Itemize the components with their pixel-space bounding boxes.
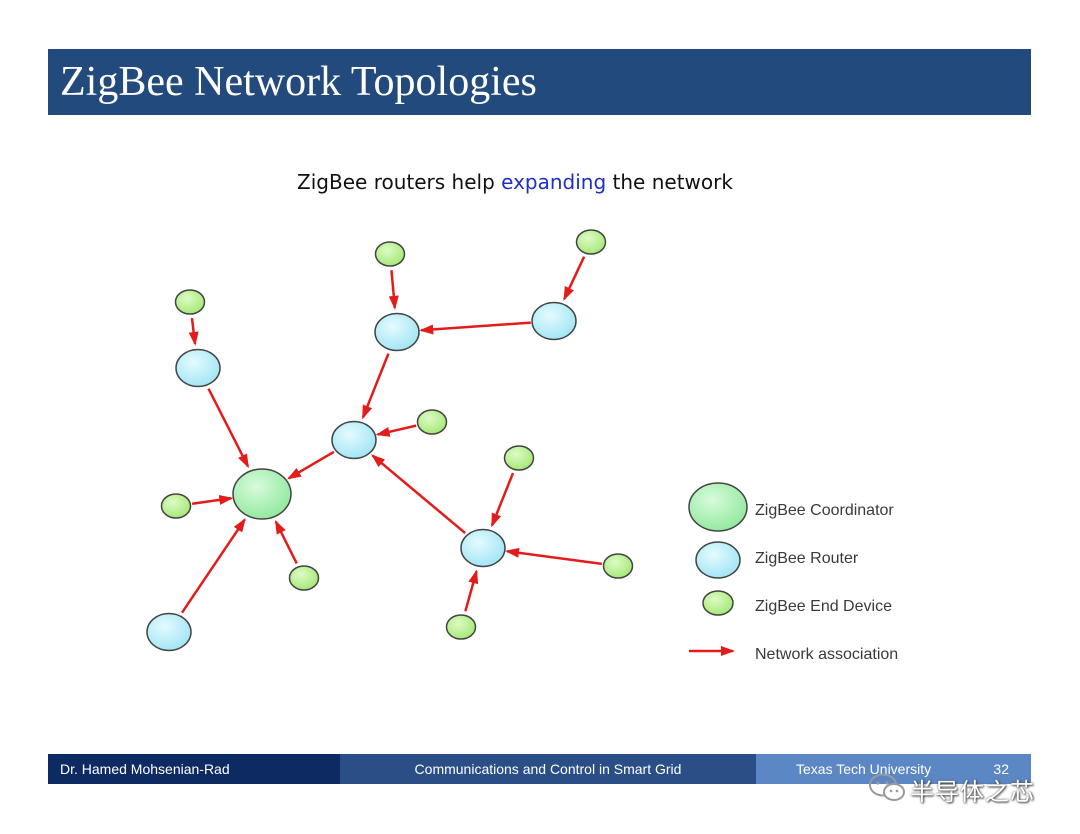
legend-coordinator-label: ZigBee Coordinator [755, 502, 894, 519]
title-bar: ZigBee Network Topologies [48, 49, 1031, 115]
association-arrow-r1-to-c [207, 388, 250, 469]
subtitle-accent-word: expanding [501, 170, 607, 194]
association-arrow-e7-to-r2 [375, 424, 417, 437]
watermark: 半导体之芯 [866, 766, 1056, 810]
association-arrow-r4-to-r3 [419, 321, 531, 335]
association-arrow-e10-to-r5 [464, 569, 479, 612]
association-arrow-e6-to-r4 [563, 256, 586, 301]
coordinator-node-c [232, 468, 292, 520]
router-node-r1 [175, 348, 221, 388]
watermark-text: 半导体之芯 [910, 778, 1035, 806]
footer-course: Communications and Control in Smart Grid [340, 754, 756, 784]
router-node-r5 [460, 528, 506, 568]
legend-end-device-label: ZigBee End Device [755, 598, 892, 615]
association-arrow-r3-to-r2 [361, 353, 390, 420]
association-arrow-e1-to-r1 [188, 317, 199, 346]
end-device-node-e5 [374, 241, 406, 267]
footer-author: Dr. Hamed Mohsenian-Rad [48, 754, 340, 784]
association-arrow-e5-to-r3 [388, 270, 399, 310]
router-node-r3 [374, 312, 420, 352]
router-node-r4 [531, 301, 577, 341]
end-device-node-e9 [602, 553, 634, 579]
association-arrow-e2-to-c [191, 494, 234, 505]
end-device-node-e10 [445, 614, 477, 640]
wechat-icon [869, 773, 905, 801]
legend-coordinator-icon [688, 482, 748, 532]
end-device-node-e7 [416, 409, 448, 435]
legend-association-label: Network association [755, 646, 898, 663]
legend-router-icon [695, 541, 741, 579]
end-device-node-e6 [575, 229, 607, 255]
association-arrow-e9-to-r5 [505, 547, 603, 566]
end-device-node-e1 [174, 289, 206, 315]
slide-subtitle: ZigBee routers help expanding the networ… [0, 170, 1030, 194]
association-arrow-e3-to-c [274, 519, 298, 565]
footer-university: Texas Tech University [796, 761, 932, 777]
end-device-node-e8 [503, 445, 535, 471]
association-arrow-r2-to-c [287, 450, 335, 480]
slide-title: ZigBee Network Topologies [60, 59, 537, 105]
subtitle-text-start: ZigBee routers help [297, 170, 502, 194]
router-node-r6 [146, 612, 192, 652]
subtitle-text-end: the network [606, 170, 733, 194]
legend-end-device-icon [702, 590, 734, 616]
router-node-r2 [331, 420, 377, 460]
association-arrow-r5-to-r2 [371, 454, 466, 535]
association-arrow-e8-to-r5 [490, 472, 515, 528]
end-device-node-e3 [288, 565, 320, 591]
association-arrow-r6-to-c [180, 518, 246, 614]
page-number: 32 [993, 761, 1009, 777]
end-device-node-e2 [160, 493, 192, 519]
legend-router-label: ZigBee Router [755, 550, 859, 567]
legend: ZigBee Coordinator ZigBee Router ZigBee … [688, 482, 898, 663]
